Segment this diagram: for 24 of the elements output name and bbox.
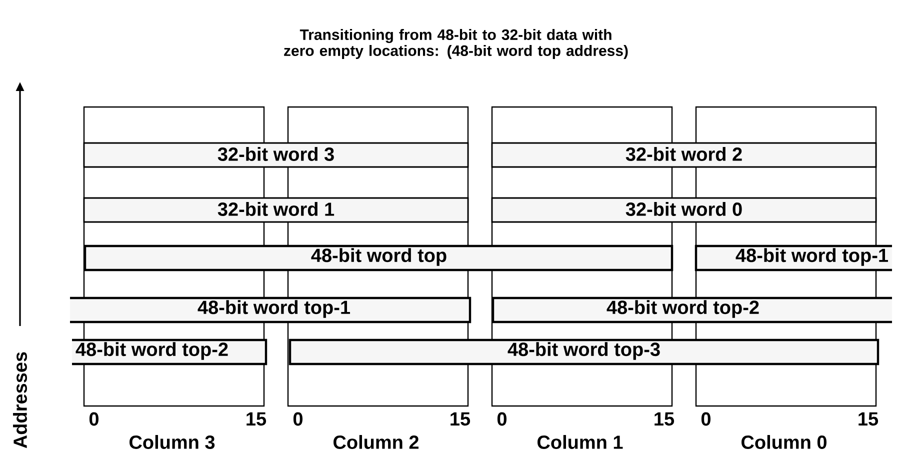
word-bar: 32-bit word 1 xyxy=(83,197,469,223)
bit-number: 15 xyxy=(450,412,470,426)
word-bar: 32-bit word 0 xyxy=(491,197,877,223)
word-bar: 48-bit word top-1 xyxy=(694,244,892,272)
bit-number: 15 xyxy=(246,412,266,426)
word-bar: 48-bit word top-2 xyxy=(492,296,892,324)
bit-number: 0 xyxy=(293,412,302,426)
word-bar: 48-bit word top-3 xyxy=(288,338,880,366)
word-bar: 32-bit word 3 xyxy=(83,142,469,168)
word-bar: 32-bit word 2 xyxy=(491,142,877,168)
bit-number: 0 xyxy=(701,412,710,426)
bit-number: 15 xyxy=(858,412,878,426)
word-bar: 48-bit word top xyxy=(84,244,674,272)
axis-label: Addresses xyxy=(13,352,27,448)
title: Transitioning from 48-bit to 32-bit data with zero empty locations: (48-bit word top address) xyxy=(284,29,628,59)
column-label: Column 3 xyxy=(130,435,215,449)
column-label: Column 1 xyxy=(538,435,623,449)
column-label: Column 0 xyxy=(742,435,826,449)
word-bar: 48-bit word top-1 xyxy=(70,296,472,324)
column-label: Column 2 xyxy=(334,435,418,449)
bit-number: 0 xyxy=(89,412,98,426)
bit-number: 0 xyxy=(497,412,506,426)
word-bar: 48-bit word top-2 xyxy=(72,338,268,366)
bit-number: 15 xyxy=(654,412,674,426)
